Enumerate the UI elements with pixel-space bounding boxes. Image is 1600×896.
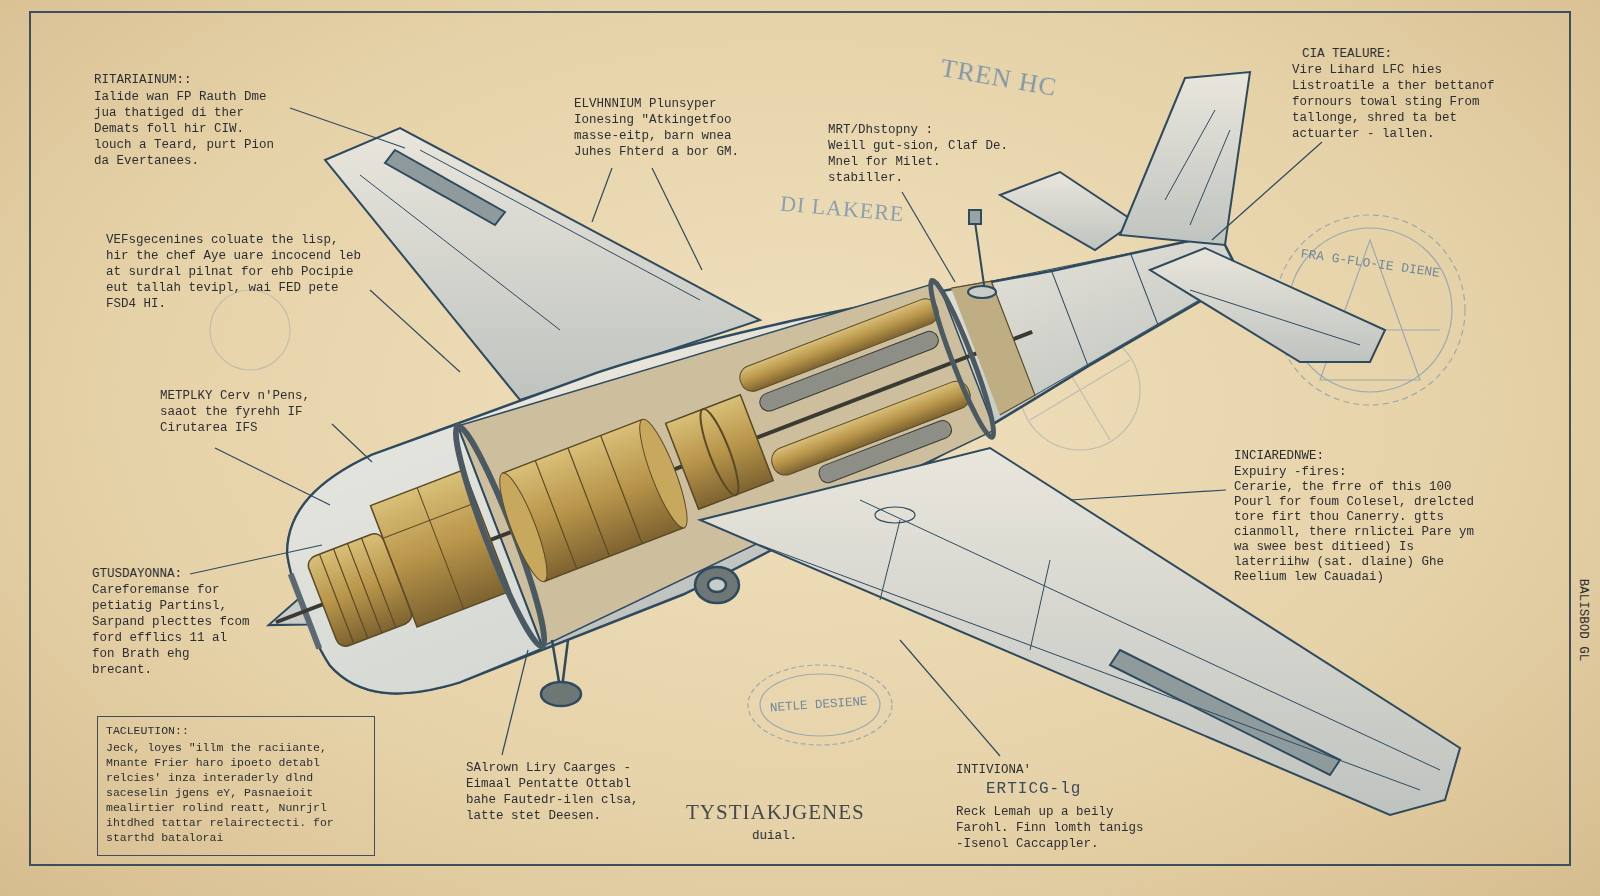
- watermark: TREN HC: [938, 52, 1059, 103]
- sheet-border: [30, 12, 1570, 865]
- callout-text: Reck Lemah up a beily Farohl. Finn lomth…: [956, 804, 1151, 852]
- stamp-text: FRA G-FLO-IE DIENE: [1300, 246, 1441, 281]
- callout-subheading: Expuiry -fires:: [1234, 464, 1347, 480]
- callout-heading: ELVHNNIUM Plunsyper: [574, 96, 717, 112]
- drawing-title: TYSTIAKJGENES: [686, 800, 865, 825]
- callout-text: VEFsgecenines coluate the lisp, hir the …: [106, 232, 361, 312]
- callout-text: Vire Lihard LFC hies Listroatile a ther …: [1292, 62, 1502, 142]
- callout-text: Careforemanse for petiatig Partinsl, Sar…: [92, 582, 250, 678]
- callout-heading: GTUSDAYONNA:: [92, 566, 182, 582]
- sheet-number: BALISBOD GL: [1575, 579, 1591, 662]
- callout-text: Ialide wan FP Rauth Dme jua thatiged di …: [94, 89, 282, 169]
- callout-code: ERTICG-lg: [986, 780, 1081, 799]
- callout-heading: RITARIAINUM::: [94, 72, 192, 88]
- callout-heading: CIA TEALURE:: [1302, 46, 1392, 62]
- callout-heading: INTIVIONA': [956, 762, 1031, 778]
- callout-text: Cerarie, the frre of this 100 Pourl for …: [1234, 480, 1482, 585]
- stamp-text: NETLE DESIENE: [770, 694, 868, 717]
- callout-heading: MRT/Dhstopny :: [828, 122, 933, 138]
- note-heading: TACLEUTION::: [106, 723, 366, 738]
- callout-text: METPLKY Cerv n'Pens, saaot the fyrehh IF…: [160, 388, 325, 436]
- note-box: TACLEUTION::Jeck, loyes "illm the raciia…: [97, 716, 375, 856]
- callout-heading: INCIAREDNWE:: [1234, 448, 1324, 464]
- left-stabilizer: [1000, 172, 1135, 250]
- drawing-subtitle: duial.: [752, 828, 797, 844]
- watermark: DI LAKERE: [779, 191, 905, 228]
- leader-lines: [190, 108, 1322, 756]
- callout-text: Ionesing "Atkingetfoo masse-eitp, barn w…: [574, 112, 754, 160]
- landing-gear: [541, 567, 739, 706]
- callout-text: SAlrown Liry Caarges -Eimaal Pentatte Ot…: [466, 760, 646, 824]
- callout-text: Weill gut-sion, Claf De. Mnel for Milet.…: [828, 138, 1008, 186]
- antenna-mast: [968, 210, 996, 298]
- note-text: Jeck, loyes "illm the raciiante, Mnante …: [106, 740, 366, 845]
